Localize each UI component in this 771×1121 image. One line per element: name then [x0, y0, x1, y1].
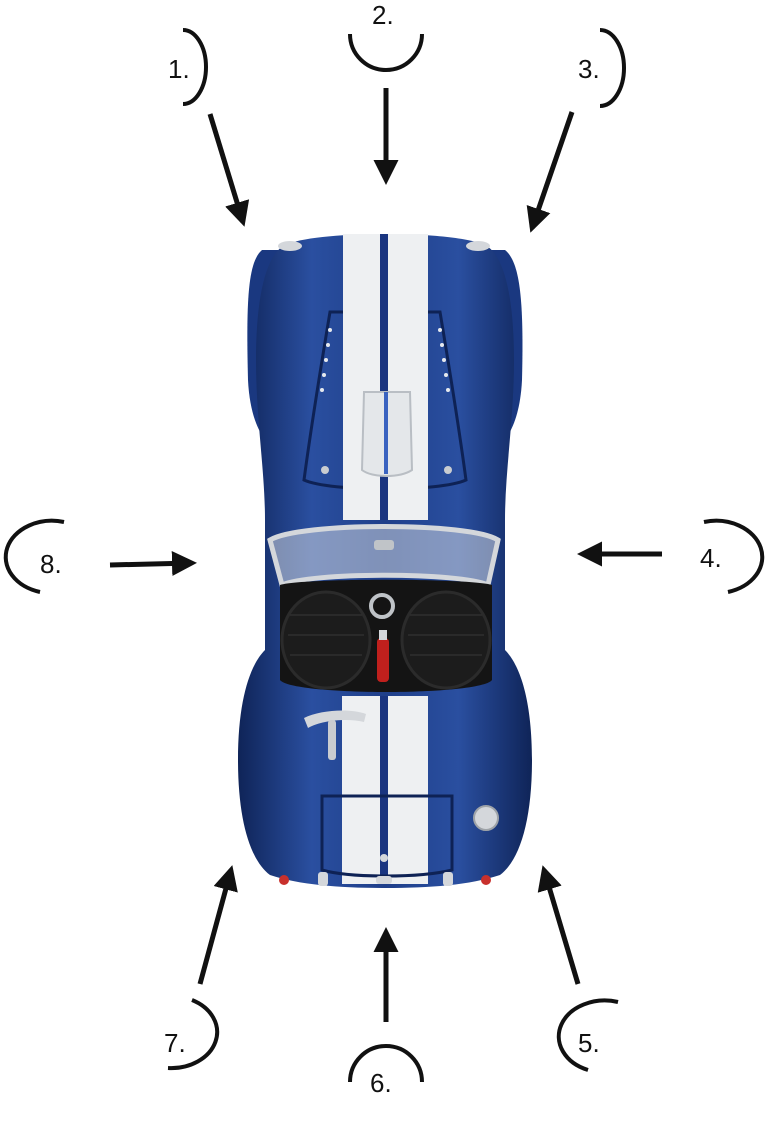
viewpoint-8-label: 8. [40, 549, 62, 579]
viewpoint-2-arc [348, 33, 424, 72]
viewpoint-5: 5. [537, 865, 619, 1072]
viewpoint-6-label: 6. [370, 1068, 392, 1098]
viewpoint-4-arc [703, 518, 765, 594]
viewpoint-3: 3. [526, 28, 626, 233]
viewpoint-1-label: 1. [168, 54, 190, 84]
viewpoint-2: 2. [348, 0, 424, 185]
viewpoint-6: 6. [348, 927, 424, 1098]
rear-grab-handle [304, 710, 366, 728]
car-top-view [238, 234, 532, 888]
right-seat [400, 590, 492, 690]
viewpoint-7-label: 7. [164, 1028, 186, 1058]
stripe-center-line-front [380, 234, 388, 520]
viewpoint-1-arrow [207, 113, 250, 227]
stripe-center-line-rear [380, 696, 388, 884]
viewpoint-5-label: 5. [578, 1028, 600, 1058]
viewpoint-1: 1. [168, 28, 250, 227]
fuel-cap [473, 805, 499, 831]
viewpoint-8: 8. [3, 518, 197, 594]
viewpoint-3-arc [599, 28, 626, 108]
viewpoint-6-arc [348, 1044, 424, 1083]
viewpoint-3-label: 3. [578, 54, 600, 84]
viewpoint-4: 4. [577, 518, 765, 594]
viewpoint-7: 7. [164, 865, 238, 1071]
front-right-light [466, 241, 490, 251]
viewpoint-4-label: 4. [700, 543, 722, 573]
viewpoint-8-arrow [109, 550, 197, 576]
stripe-left-rear [342, 696, 380, 884]
stripe-right-front [388, 234, 428, 520]
left-seat [280, 590, 372, 690]
viewpoint-5-arrow [537, 865, 581, 985]
viewpoint-5-arc [556, 998, 619, 1072]
viewpoint-8-arc [3, 518, 65, 594]
trunk-lid [320, 794, 454, 878]
stripe-right-rear [388, 696, 428, 884]
viewpoint-7-arrow [197, 865, 238, 985]
steering-wheel [369, 593, 395, 619]
fire-extinguisher [377, 638, 389, 682]
viewpoint-1-arc [182, 28, 208, 106]
viewpoint-2-label: 2. [372, 0, 394, 30]
viewpoint-3-arrow [526, 111, 575, 233]
front-left-light [278, 241, 302, 251]
windshield [267, 524, 501, 589]
viewpoint-7-arc [167, 998, 220, 1071]
stripe-left-front [343, 234, 380, 520]
